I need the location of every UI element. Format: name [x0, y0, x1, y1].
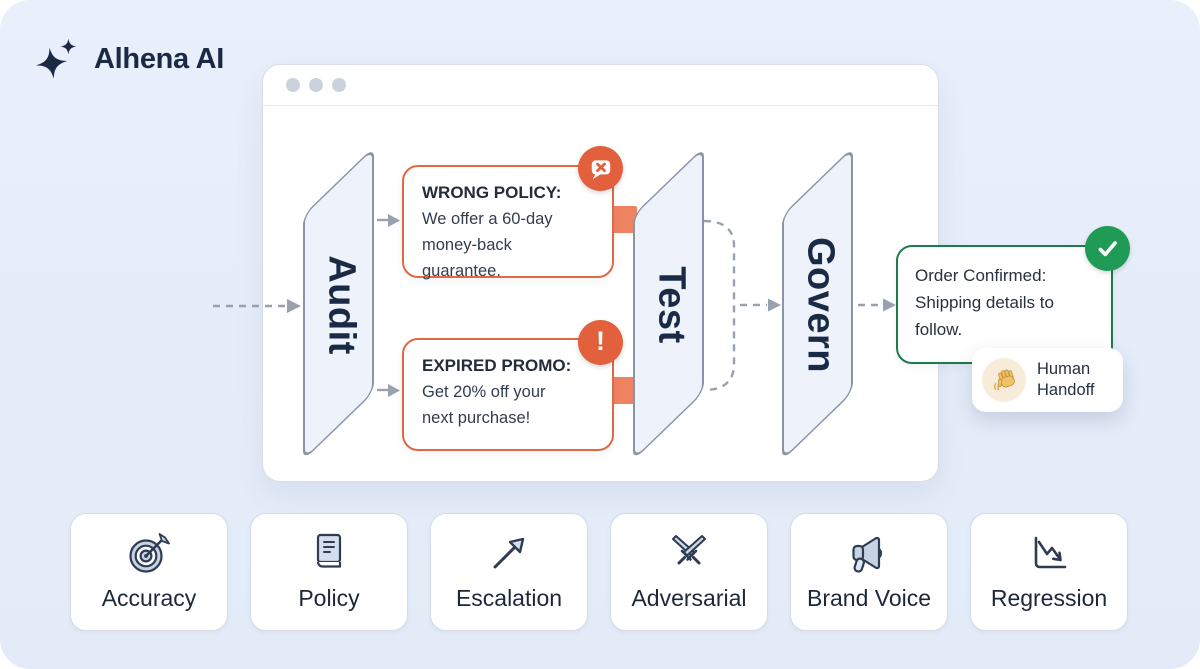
issue-card-title: WRONG POLICY:: [422, 183, 562, 202]
target-dart-icon: [129, 533, 170, 573]
crossed-swords-icon: [672, 535, 706, 565]
issue-card-line: Get 20% off your: [422, 383, 546, 401]
megaphone-icon: [852, 536, 883, 573]
issue-card-line: next purchase!: [422, 409, 531, 427]
sparkle-icon: [36, 38, 77, 79]
result-card-line: Order Confirmed:: [915, 266, 1047, 285]
handoff-label-line2: Handoff: [1037, 381, 1095, 399]
issue-card-title: EXPIRED PROMO:: [422, 356, 572, 375]
chip-label: Brand Voice: [806, 585, 932, 611]
chip-label: Escalation: [455, 585, 563, 611]
check-icon: [1098, 240, 1117, 256]
handoff-label-line1: Human: [1037, 360, 1091, 378]
issue-card-line: money-back guarantee.: [422, 236, 512, 280]
handoff-label: Human Handoff: [1037, 359, 1095, 401]
expired-promo-badge: !: [578, 320, 623, 365]
chip-escalation[interactable]: Escalation: [430, 513, 588, 631]
chip-regression[interactable]: Regression: [970, 513, 1128, 631]
stage-label-test: Test: [650, 266, 693, 344]
chip-label: Adversarial: [631, 585, 747, 611]
chip-brand-voice[interactable]: Brand Voice: [790, 513, 948, 631]
waving-hand-icon: [982, 358, 1026, 402]
window-control-dot: [286, 78, 300, 92]
result-card-line: follow.: [915, 320, 963, 339]
wrong-policy-badge: [578, 146, 623, 191]
window-header: [263, 65, 938, 106]
message-x-icon: [591, 159, 610, 179]
brand-name: Alhena AI: [94, 42, 224, 75]
chip-policy[interactable]: Policy: [250, 513, 408, 631]
issue-card-wrong-policy: WRONG POLICY: We offer a 60-day money-ba…: [402, 165, 614, 280]
arrow-up-right-icon: [493, 537, 525, 569]
exclamation-icon: !: [596, 326, 605, 356]
chip-accuracy[interactable]: Accuracy: [70, 513, 228, 631]
chip-label: Regression: [990, 585, 1108, 611]
stage-label-govern: Govern: [799, 236, 842, 374]
book-icon: [316, 533, 342, 568]
issue-card-line: We offer a 60-day: [422, 210, 553, 228]
human-handoff-chip: Human Handoff: [972, 348, 1123, 412]
chip-label: Accuracy: [101, 585, 197, 611]
issue-card-expired-promo: EXPIRED PROMO: Get 20% off your next pur…: [402, 338, 614, 451]
window-control-dot: [309, 78, 323, 92]
result-card-line: Shipping details to: [915, 293, 1054, 312]
window-control-dot: [332, 78, 346, 92]
result-card-order-confirmed: Order Confirmed: Shipping details to fol…: [896, 245, 1113, 364]
brand-logo: Alhena AI: [36, 38, 224, 80]
chart-decline-icon: [1034, 536, 1067, 569]
chip-adversarial[interactable]: Adversarial: [610, 513, 768, 631]
stage-label-audit: Audit: [320, 255, 363, 355]
success-badge: [1085, 226, 1130, 271]
chip-label: Policy: [298, 585, 360, 611]
